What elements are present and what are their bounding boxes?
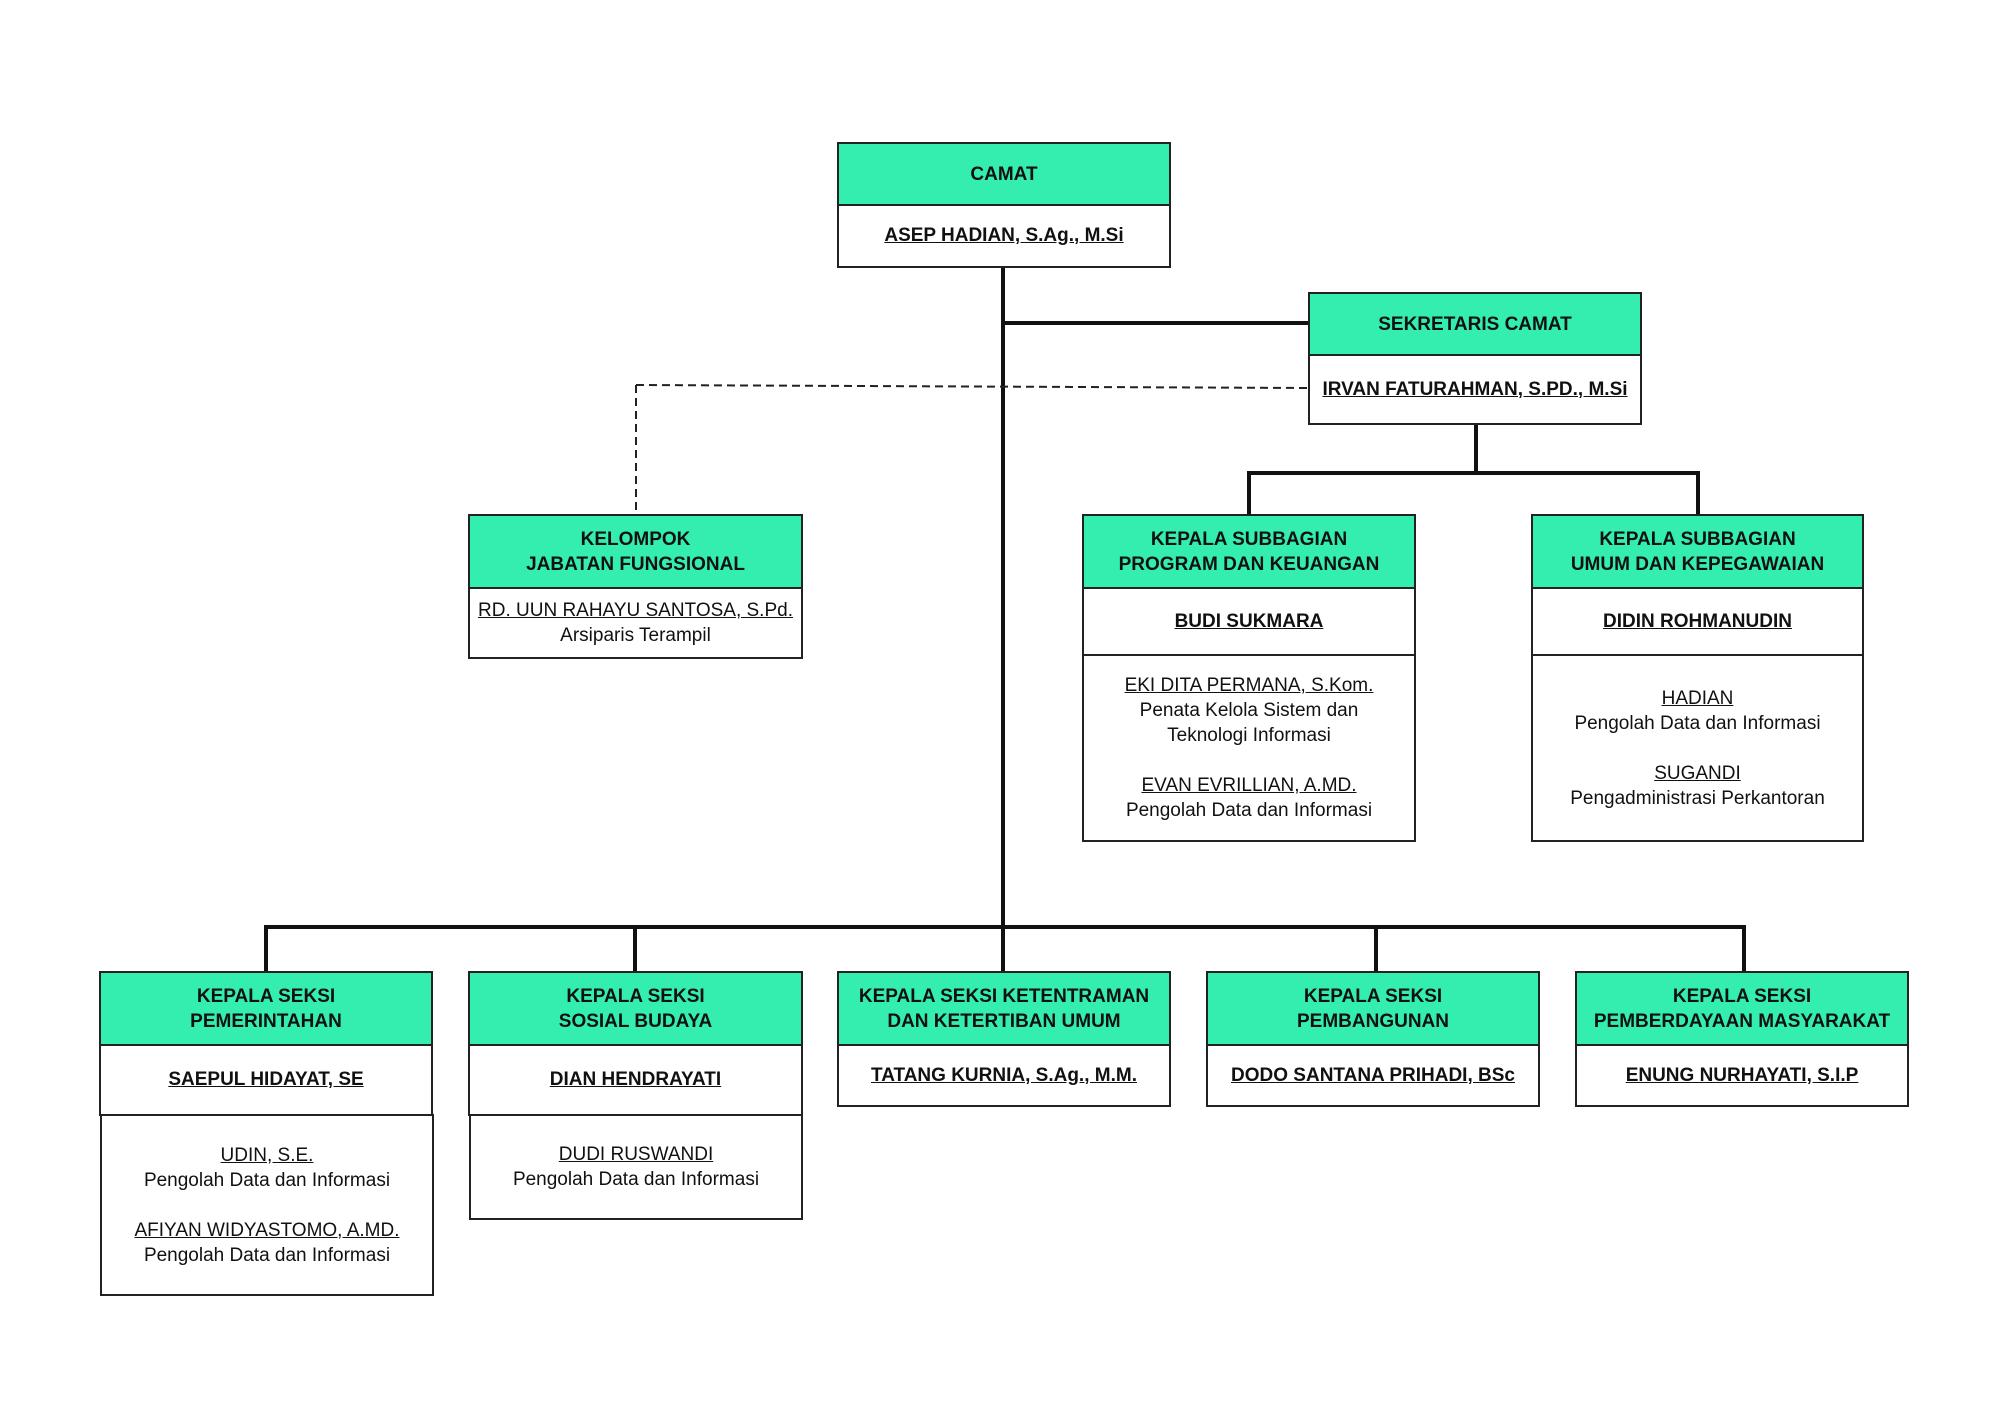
seksi-title-line2: SOSIAL BUDAYA bbox=[558, 1010, 713, 1032]
kelompok-box: KELOMPOK JABATAN FUNGSIONAL RD. UUN RAHA… bbox=[468, 514, 803, 659]
seksi-pemberdayaan-name: ENUNG NURHAYATI, S.I.P bbox=[1625, 1064, 1859, 1086]
subbag-umum-staff: HADIAN Pengolah Data dan Informasi SUGAN… bbox=[1531, 654, 1864, 842]
seksi-title-line1: KEPALA SEKSI bbox=[196, 985, 336, 1007]
staff-role: Pengolah Data dan Informasi bbox=[512, 1169, 760, 1190]
camat-name: ASEP HADIAN, S.Ag., M.Si bbox=[884, 225, 1124, 246]
seksi-ketentraman-name: TATANG KURNIA, S.Ag., M.M. bbox=[871, 1064, 1137, 1086]
staff-name: SUGANDI bbox=[1654, 762, 1741, 784]
sekcam-box: SEKRETARIS CAMAT IRVAN FATURAHMAN, S.PD.… bbox=[1308, 292, 1642, 425]
seksi-title-line1: KEPALA SEKSI bbox=[566, 985, 705, 1007]
seksi-pembangunan-box: KEPALA SEKSI PEMBANGUNAN DODO SANTANA PR… bbox=[1206, 971, 1540, 1107]
camat-box: CAMAT ASEP HADIAN, S.Ag., M.Si bbox=[837, 142, 1171, 268]
staff-name: UDIN, S.E. bbox=[220, 1144, 314, 1166]
kelompok-title-line1: KELOMPOK bbox=[580, 528, 691, 550]
staff-name: EVAN EVRILLIAN, A.MD. bbox=[1141, 775, 1357, 796]
subbag-program-name: BUDI SUKMARA bbox=[1174, 610, 1324, 632]
staff-role: Pengolah Data dan Informasi bbox=[1125, 800, 1373, 821]
staff-role: Pengadministrasi Perkantoran bbox=[1570, 787, 1825, 809]
camat-title-text: CAMAT bbox=[970, 163, 1038, 185]
staff-name: AFIYAN WIDYASTOMO, A.MD. bbox=[134, 1219, 400, 1241]
kelompok-staff-role: Arsiparis Terampil bbox=[560, 625, 711, 646]
staff-name: HADIAN bbox=[1661, 687, 1734, 709]
subbag-umum-box: KEPALA SUBBAGIAN UMUM DAN KEPEGAWAIAN DI… bbox=[1531, 514, 1864, 656]
subbag-program-title-line2: PROGRAM DAN KEUANGAN bbox=[1118, 553, 1380, 575]
sekcam-title: SEKRETARIS CAMAT bbox=[1310, 294, 1640, 356]
staff-role: Pengolah Data dan Informasi bbox=[143, 1169, 391, 1191]
seksi-ketentraman-box: KEPALA SEKSI KETENTRAMAN DAN KETERTIBAN … bbox=[837, 971, 1171, 1107]
staff-role: Penata Kelola Sistem dan bbox=[1139, 700, 1359, 721]
seksi-ketentraman-title: KEPALA SEKSI KETENTRAMAN DAN KETERTIBAN … bbox=[839, 973, 1169, 1046]
seksi-sosial-budaya-box: KEPALA SEKSI SOSIAL BUDAYA DIAN HENDRAYA… bbox=[468, 971, 803, 1116]
kelompok-staff: RD. UUN RAHAYU SANTOSA, S.Pd. Arsiparis … bbox=[470, 589, 801, 657]
sekcam-title-text: SEKRETARIS CAMAT bbox=[1378, 313, 1572, 335]
staff-role: Pengolah Data dan Informasi bbox=[143, 1244, 391, 1266]
seksi-pemerintahan-box: KEPALA SEKSI PEMERINTAHAN SAEPUL HIDAYAT… bbox=[99, 971, 433, 1116]
subbag-umum-title-line2: UMUM DAN KEPEGAWAIAN bbox=[1570, 553, 1825, 575]
seksi-pemerintahan-title: KEPALA SEKSI PEMERINTAHAN bbox=[101, 973, 431, 1046]
subbag-umum-title-line1: KEPALA SUBBAGIAN bbox=[1599, 528, 1796, 550]
seksi-pemerintahan-staff: UDIN, S.E. Pengolah Data dan Informasi A… bbox=[100, 1114, 434, 1296]
kelompok-title-line2: JABATAN FUNGSIONAL bbox=[526, 553, 745, 575]
dashed-horizontal-line bbox=[635, 384, 1309, 389]
seksi-sosial-budaya-title: KEPALA SEKSI SOSIAL BUDAYA bbox=[470, 973, 801, 1046]
seksi-sosial-budaya-staff: DUDI RUSWANDI Pengolah Data dan Informas… bbox=[469, 1114, 803, 1220]
seksi-pemerintahan-name: SAEPUL HIDAYAT, SE bbox=[168, 1069, 364, 1090]
camat-title: CAMAT bbox=[839, 144, 1169, 206]
staff-role: Pengolah Data dan Informasi bbox=[1574, 712, 1821, 734]
staff-name: EKI DITA PERMANA, S.Kom. bbox=[1124, 675, 1374, 696]
seksi-title-line2: PEMERINTAHAN bbox=[190, 1010, 342, 1032]
seksi-title-line2: DAN KETERTIBAN UMUM bbox=[887, 1010, 1121, 1032]
kelompok-staff-name: RD. UUN RAHAYU SANTOSA, S.Pd. bbox=[478, 600, 793, 621]
seksi-pembangunan-title: KEPALA SEKSI PEMBANGUNAN bbox=[1208, 973, 1538, 1046]
seksi-pemberdayaan-box: KEPALA SEKSI PEMBERDAYAAN MASYARAKAT ENU… bbox=[1575, 971, 1909, 1107]
seksi-title-line1: KEPALA SEKSI bbox=[1672, 985, 1812, 1007]
subbag-program-box: KEPALA SUBBAGIAN PROGRAM DAN KEUANGAN BU… bbox=[1082, 514, 1416, 656]
subbag-umum-name: DIDIN ROHMANUDIN bbox=[1603, 610, 1792, 632]
subbag-umum-title: KEPALA SUBBAGIAN UMUM DAN KEPEGAWAIAN bbox=[1533, 516, 1862, 589]
staff-name: DUDI RUSWANDI bbox=[558, 1144, 714, 1165]
staff-role: Teknologi Informasi bbox=[1167, 725, 1331, 746]
subbag-program-title: KEPALA SUBBAGIAN PROGRAM DAN KEUANGAN bbox=[1084, 516, 1414, 589]
sekcam-name: IRVAN FATURAHMAN, S.PD., M.Si bbox=[1322, 378, 1628, 400]
seksi-title-line1: KEPALA SEKSI bbox=[1303, 985, 1443, 1007]
seksi-title-line1: KEPALA SEKSI KETENTRAMAN bbox=[858, 985, 1150, 1007]
seksi-title-line2: PEMBERDAYAAN MASYARAKAT bbox=[1593, 1010, 1891, 1032]
seksi-sosial-budaya-name: DIAN HENDRAYATI bbox=[549, 1069, 722, 1090]
seksi-pemberdayaan-title: KEPALA SEKSI PEMBERDAYAAN MASYARAKAT bbox=[1577, 973, 1907, 1046]
kelompok-title: KELOMPOK JABATAN FUNGSIONAL bbox=[470, 516, 801, 589]
subbag-program-staff: EKI DITA PERMANA, S.Kom. Penata Kelola S… bbox=[1082, 654, 1416, 842]
subbag-program-title-line1: KEPALA SUBBAGIAN bbox=[1150, 528, 1348, 550]
seksi-title-line2: PEMBANGUNAN bbox=[1297, 1010, 1449, 1032]
seksi-pembangunan-name: DODO SANTANA PRIHADI, BSc bbox=[1231, 1064, 1515, 1086]
